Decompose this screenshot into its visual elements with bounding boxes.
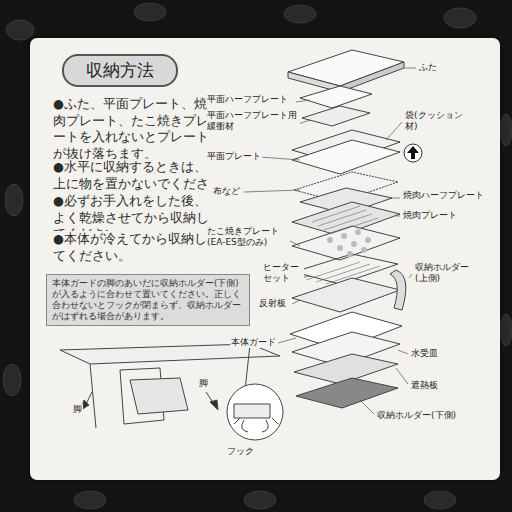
part-name: フック <box>226 446 255 457</box>
part-name: 遮熱板 <box>410 380 439 391</box>
note-text: 本体ガードの脚のあいだに収納ホルダー(下側)が入るように合わせて置いてください。… <box>52 278 244 322</box>
part-name: 脚 <box>72 404 83 415</box>
part-name: 脚 <box>198 378 209 389</box>
part-name: ふた <box>418 62 438 73</box>
part-name: 収納ホルダー(下側) <box>376 410 457 421</box>
part-name: たこ焼きプレート(EA-ES型のみ) <box>206 226 290 249</box>
part-name: 布など <box>212 186 241 197</box>
part-name: 平面ハーフプレート用緩衝材 <box>206 110 300 133</box>
part-name: 焼肉ハーフプレート <box>402 190 485 201</box>
part-name: 収納ホルダー(上側) <box>414 262 478 285</box>
part-name: ヒーターセット <box>262 262 304 285</box>
part-name: 本体ガード <box>230 337 277 348</box>
caution-note: ●本体が冷えてから収納してください。 <box>52 231 214 264</box>
title-pill: 収納方法 <box>62 54 178 87</box>
caution-note: ●ふた、平面プレート、焼肉プレート、たこ焼きプレートを入れないとプレートが抜け落… <box>52 96 214 162</box>
part-name: 袋(クッション材) <box>404 110 472 133</box>
note-box: 本体ガードの脚のあいだに収納ホルダー(下側)が入るように合わせて置いてください。… <box>46 274 250 326</box>
part-name: 平面プレート <box>206 151 262 162</box>
part-name: 反射板 <box>258 298 287 309</box>
part-name: 平面ハーフプレート <box>206 94 289 105</box>
part-name: 水受皿 <box>410 348 439 359</box>
part-name: 焼肉プレート <box>402 210 458 221</box>
